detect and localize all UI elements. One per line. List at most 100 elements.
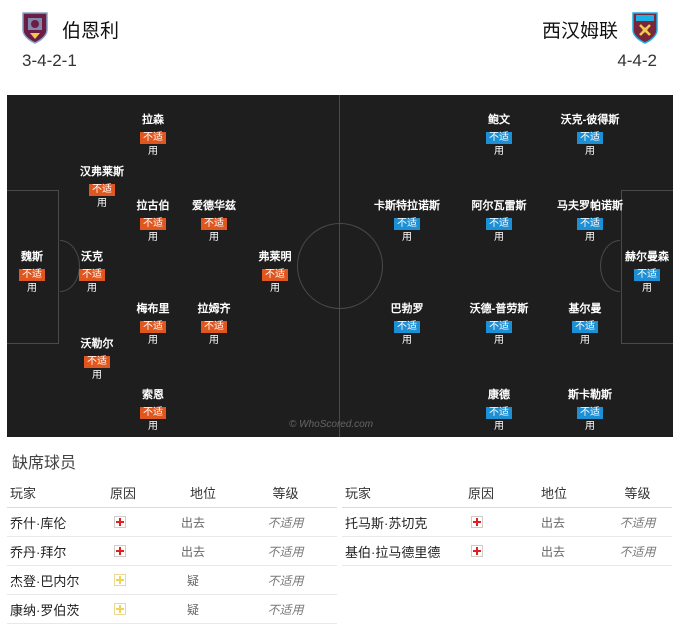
injury-icon [471,545,483,557]
home-player-4[interactable]: 爱德华兹 不适 用 [169,199,259,244]
player-status-suffix: 用 [402,232,412,243]
home-player-7[interactable]: 弗莱明 不适 用 [230,250,320,295]
home-player-1[interactable]: 拉森 不适 用 [108,113,198,158]
reason-cell [459,545,533,557]
home-player-11[interactable]: 索恩 不适 用 [108,388,198,433]
injury-icon [114,545,126,557]
player-name: 弗莱明 [258,251,292,263]
header-position[interactable]: 地位 [190,486,217,501]
home-team-name[interactable]: 伯恩利 [62,21,120,42]
player-status-suffix: 用 [148,232,158,243]
player-status-suffix: 用 [580,335,590,346]
away-player-6[interactable]: 赫尔曼森 不适 用 [602,250,673,295]
away-player-5[interactable]: 马夫罗帕诺斯 不适 用 [545,199,635,244]
header-reason[interactable]: 原因 [468,486,495,501]
table-row: 乔什·库伦 出去 不适用 [7,508,337,537]
west-ham-crest-icon[interactable] [632,12,658,44]
missing-player-name[interactable]: 乔丹·拜尔 [10,544,67,560]
away-penalty-box [621,190,673,344]
player-status-suffix: 用 [585,421,595,432]
missing-rating: 不适用 [619,544,656,559]
player-status: 不适 [634,269,660,281]
player-name: 拉古伯 [136,200,170,212]
player-name: 卡斯特拉诺斯 [374,200,440,212]
header-position[interactable]: 地位 [541,486,568,501]
player-name: 斯卡勒斯 [568,389,612,401]
player-status-suffix: 用 [494,421,504,432]
home-missing-table: 玩家 原因 地位 等级 乔什·库伦 出去 不适用 乔丹·拜尔 出去 不适用 杰登… [7,478,337,624]
table-row: 基伯·拉马德里德 出去 不适用 [342,537,672,566]
player-status: 不适 [394,218,420,230]
player-status: 不适 [486,407,512,419]
missing-player-name[interactable]: 乔什·库伦 [10,515,67,531]
home-player-6[interactable]: 沃克 不适 用 [47,250,137,295]
home-player-3[interactable]: 拉古伯 不适 用 [108,199,198,244]
table-row: 康纳·罗伯茨 疑 不适用 [7,595,337,624]
header-rating[interactable]: 等级 [272,486,299,501]
away-formation: 4-4-2 [617,51,657,70]
player-name: 马夫罗帕诺斯 [557,200,623,212]
home-player-2[interactable]: 汉弗莱斯 不适 用 [57,165,147,210]
player-status: 不适 [262,269,288,281]
header-player[interactable]: 玩家 [345,486,372,501]
player-status: 不适 [394,321,420,333]
home-player-8[interactable]: 梅布里 不适 用 [108,302,198,347]
missing-player-name[interactable]: 基伯·拉马德里德 [345,544,441,560]
away-player-3[interactable]: 卡斯特拉诺斯 不适 用 [362,199,452,244]
away-player-7[interactable]: 巴勃罗 不适 用 [362,302,452,347]
missing-player-name[interactable]: 康纳·罗伯茨 [10,602,80,618]
player-name: 梅布里 [136,303,170,315]
player-status: 不适 [140,407,166,419]
player-status: 不适 [140,218,166,230]
away-player-9[interactable]: 基尔曼 不适 用 [540,302,630,347]
player-status: 不适 [84,356,110,368]
away-player-8[interactable]: 沃德-普劳斯 不适 用 [454,302,544,347]
header-reason[interactable]: 原因 [110,486,137,501]
player-name: 赫尔曼森 [625,251,669,263]
table-row: 杰登·巴内尔 疑 不适用 [7,566,337,595]
away-player-4[interactable]: 阿尔瓦雷斯 不适 用 [454,199,544,244]
player-status: 不适 [486,132,512,144]
home-player-9[interactable]: 拉姆齐 不适 用 [169,302,259,347]
player-status: 不适 [89,184,115,196]
away-player-1[interactable]: 鲍文 不适 用 [454,113,544,158]
away-player-2[interactable]: 沃克-彼得斯 不适 用 [545,113,635,158]
player-name: 巴勃罗 [390,303,424,315]
player-name: 鲍文 [488,114,510,126]
burnley-crest-icon[interactable] [22,12,48,44]
table-header: 玩家 原因 地位 等级 [342,478,672,508]
header-player[interactable]: 玩家 [10,486,37,501]
missing-status: 出去 [181,515,206,530]
missing-rating: 不适用 [267,544,304,559]
player-name: 沃勒尔 [80,338,114,350]
player-status-suffix: 用 [494,146,504,157]
away-player-10[interactable]: 康德 不适 用 [454,388,544,433]
missing-players-title: 缺席球员 [12,455,77,472]
player-name: 拉森 [142,114,164,126]
home-player-10[interactable]: 沃勒尔 不适 用 [52,337,142,382]
away-team-name[interactable]: 西汉姆联 [541,21,618,42]
header-rating[interactable]: 等级 [624,486,651,501]
doubtful-icon [114,603,126,615]
injury-icon [471,516,483,528]
player-status: 不适 [140,132,166,144]
missing-status: 疑 [187,602,200,617]
player-name: 康德 [488,389,510,401]
player-status-suffix: 用 [402,335,412,346]
player-status-suffix: 用 [209,335,219,346]
away-player-11[interactable]: 斯卡勒斯 不适 用 [545,388,635,433]
pitch-lineup: © WhoScored.com 拉森 不适 用 汉弗莱斯 不适 用 拉古伯 不适… [7,95,673,437]
player-status: 不适 [79,269,105,281]
player-status-suffix: 用 [148,335,158,346]
missing-player-name[interactable]: 托马斯·苏切克 [345,515,428,531]
player-status-suffix: 用 [494,232,504,243]
home-formation: 3-4-2-1 [22,51,77,70]
player-name: 索恩 [142,389,164,401]
reason-cell [110,545,167,557]
player-status-suffix: 用 [148,421,158,432]
reason-cell [459,516,533,528]
home-player-5[interactable]: 魏斯 不适 用 [7,250,77,295]
player-name: 沃克 [81,251,103,263]
missing-player-name[interactable]: 杰登·巴内尔 [10,573,80,589]
player-status-suffix: 用 [585,232,595,243]
